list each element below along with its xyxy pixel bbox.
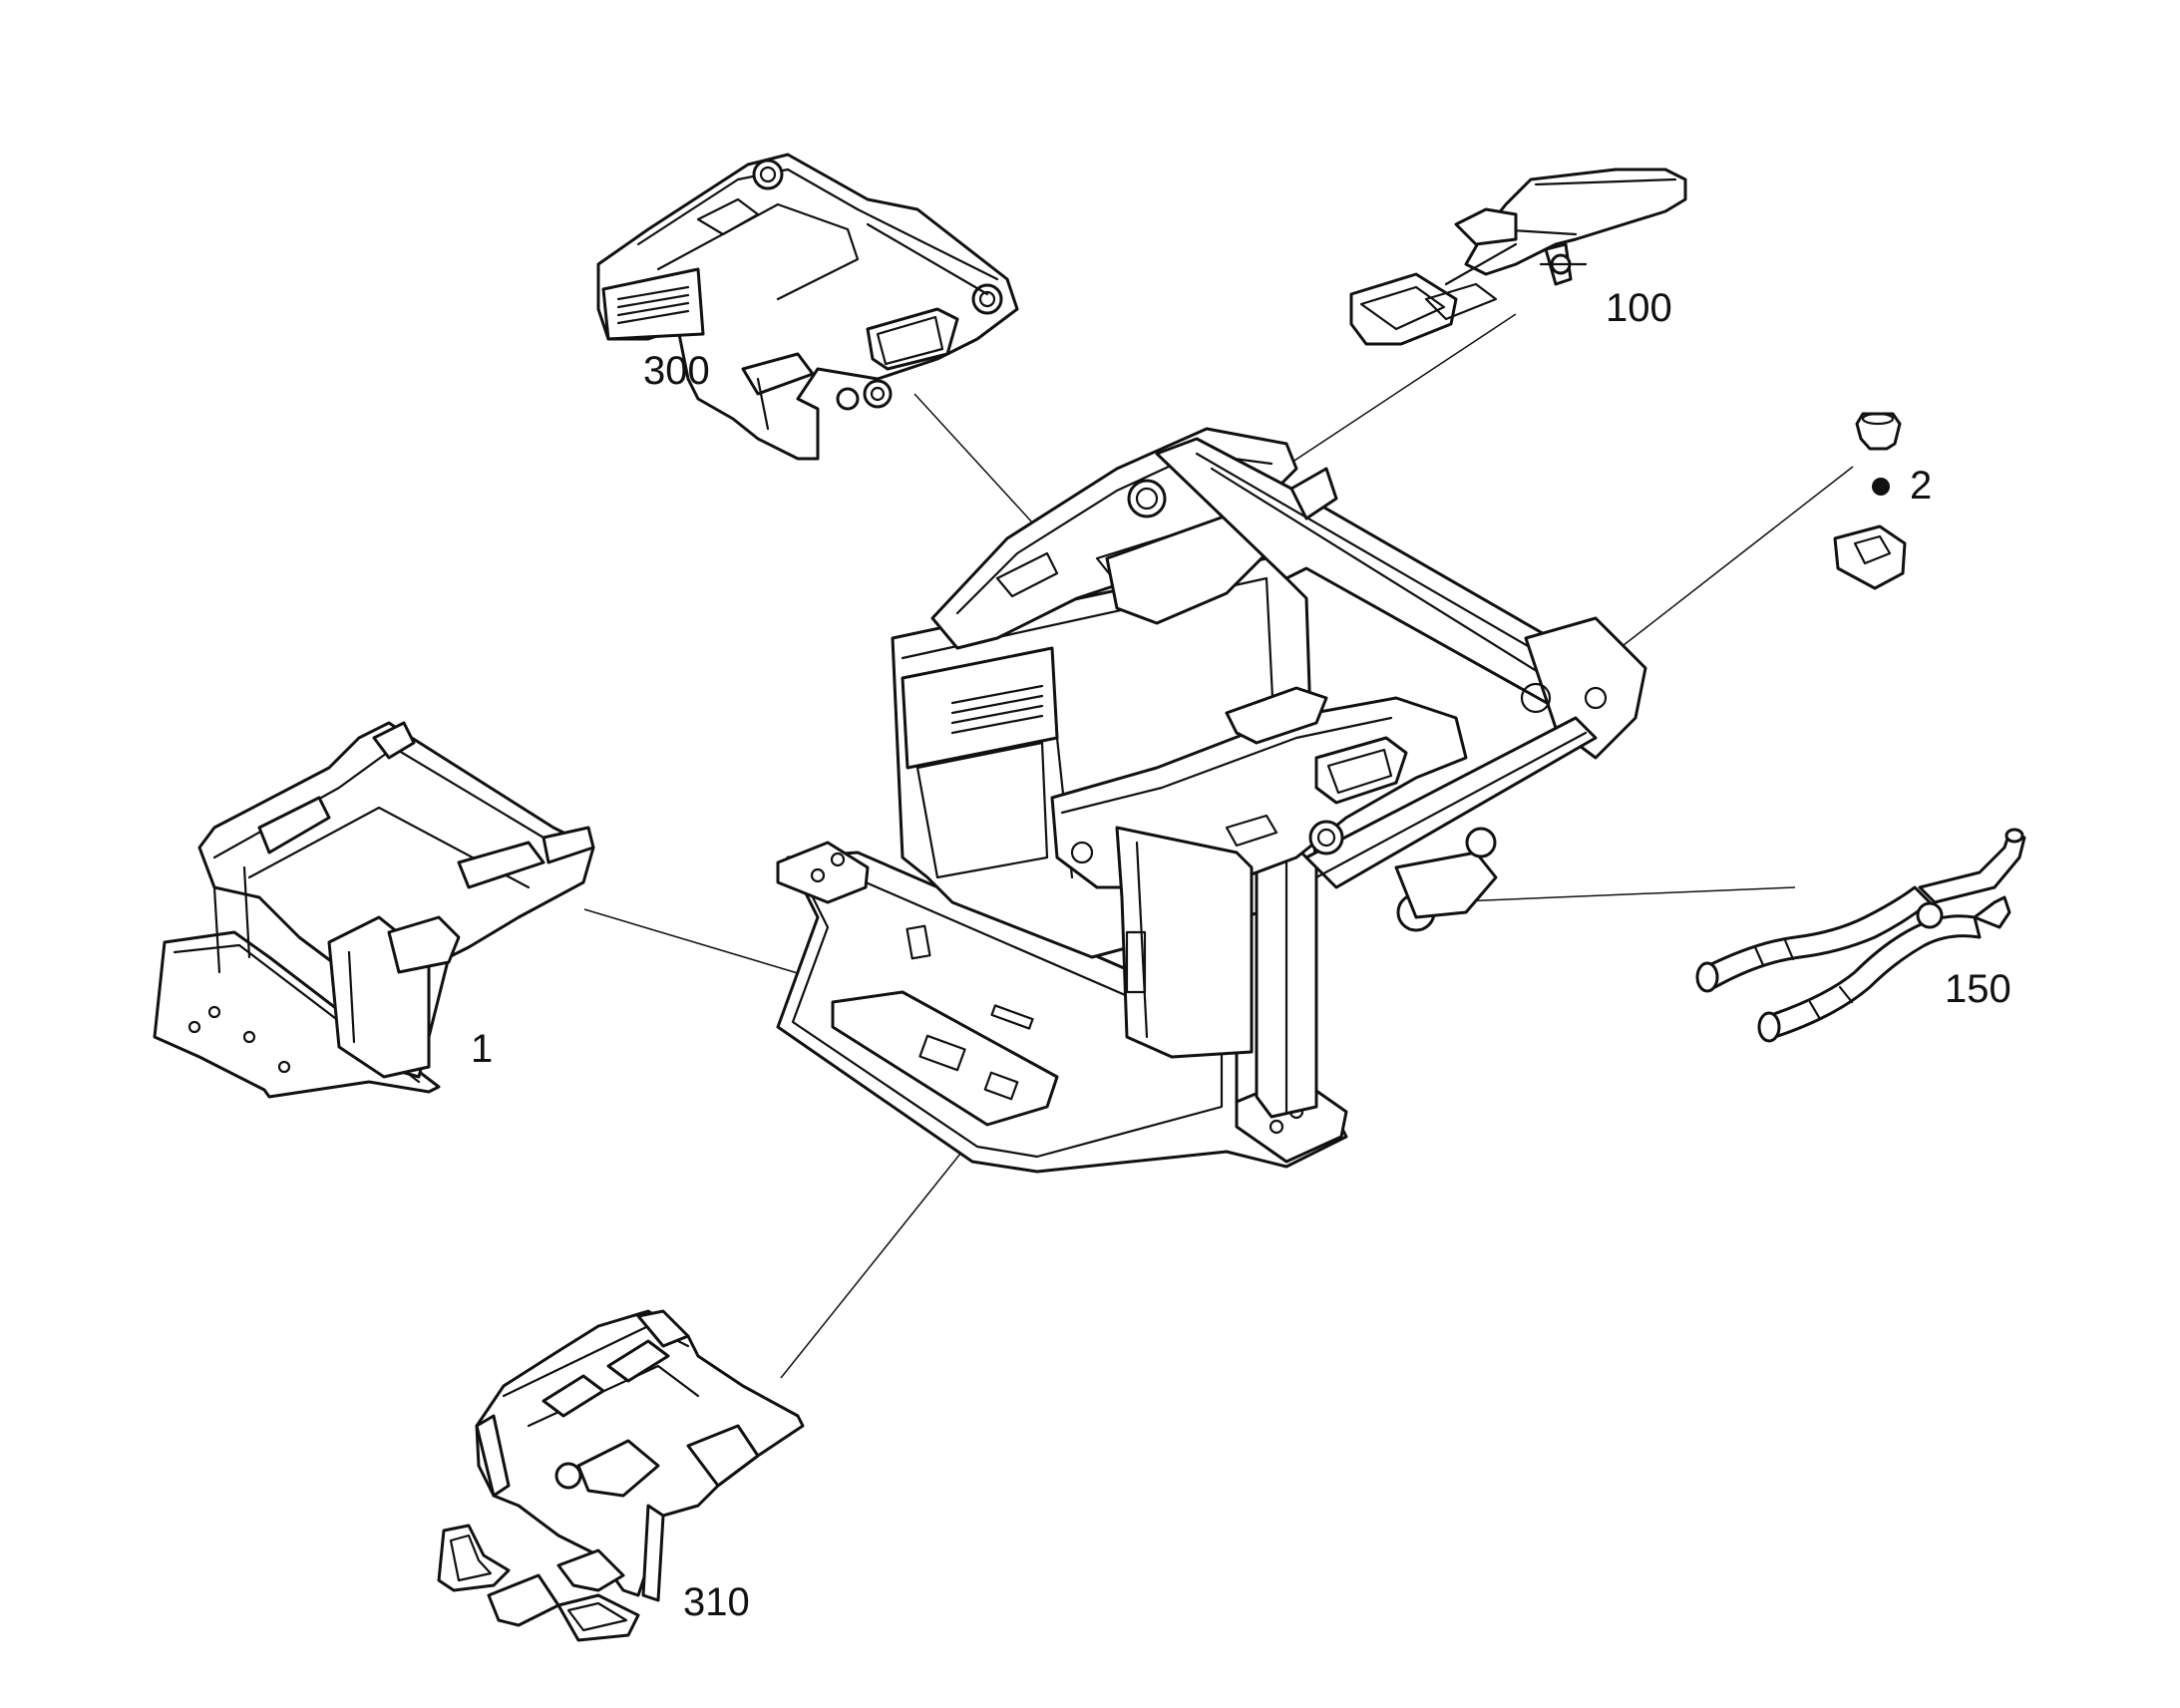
part-100-armrest-pad: [1349, 168, 1687, 346]
part-150-hose-assembly: [1695, 828, 2026, 1043]
part-300-console-assembly: [596, 153, 1019, 461]
callout-label-1: 1: [471, 1027, 493, 1071]
callout-labels: 300 100 2 1 150 310: [471, 286, 2011, 1624]
leader-line-150: [1435, 886, 1796, 903]
callout-label-100: 100: [1606, 286, 1672, 330]
part-310-panel-set: [437, 1309, 805, 1642]
callout-label-300: 300: [643, 349, 710, 393]
leader-line-1: [583, 908, 829, 983]
part-1-base-frame: [153, 721, 595, 1099]
callout-label-310: 310: [683, 1580, 750, 1624]
main-cab-frame-assembly: [776, 427, 1647, 1174]
leader-line-310: [780, 1138, 973, 1379]
callout-label-2: 2: [1910, 464, 1932, 508]
callout-label-150: 150: [1945, 967, 2011, 1011]
part-2-fastener-set: [1833, 412, 1907, 590]
